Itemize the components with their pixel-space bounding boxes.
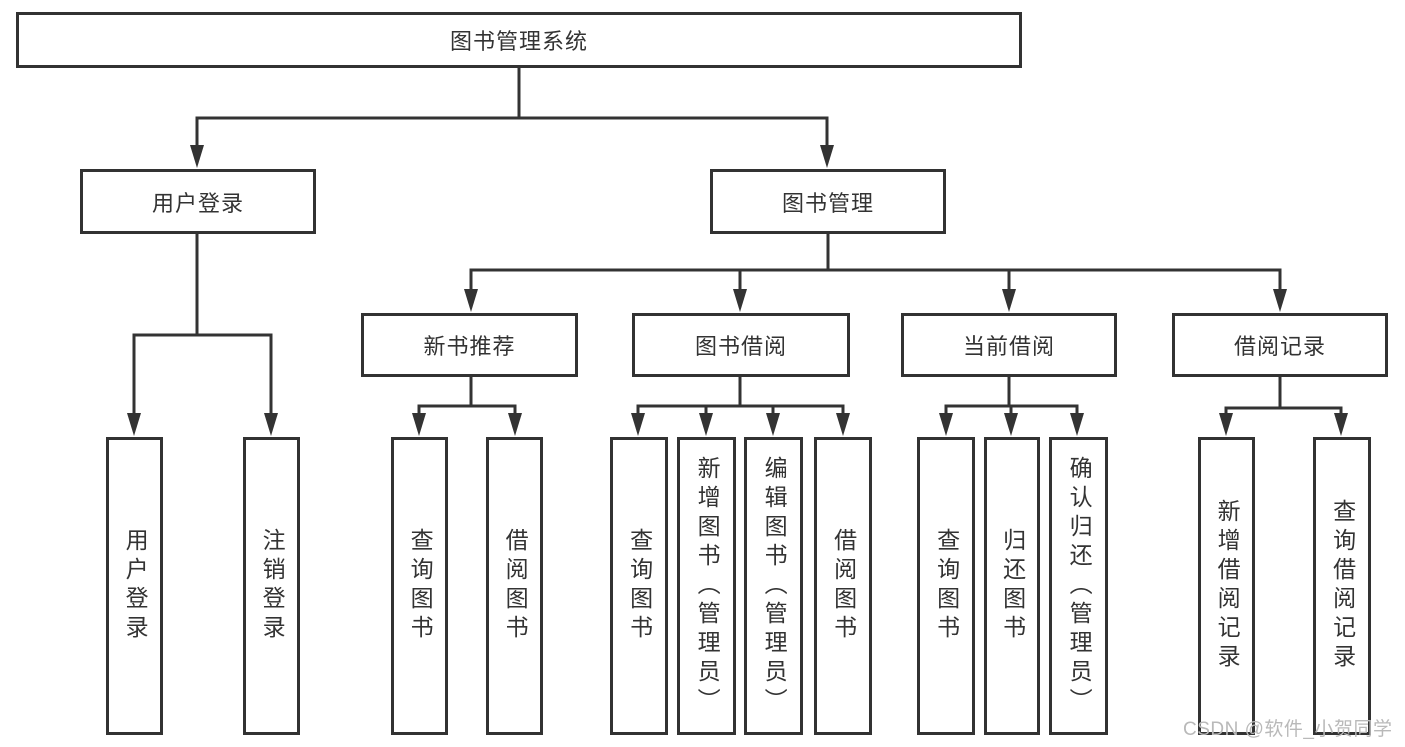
leaf-logout: 注销登录	[243, 437, 300, 735]
leaf-confirm-return-admin: 确认归还（管理员）	[1049, 437, 1108, 735]
arrow-down-icon	[1070, 413, 1084, 436]
arrow-down-icon	[412, 413, 426, 436]
arrow-down-icon	[939, 413, 953, 436]
leaf-borrow-books-borrowing: 借阅图书	[814, 437, 872, 735]
node-book-borrowing: 图书借阅	[632, 313, 850, 377]
csdn-watermark: CSDN @软件_小贺同学	[1183, 719, 1393, 740]
arrow-down-icon	[1002, 289, 1016, 312]
arrow-down-icon	[1273, 289, 1287, 312]
node-user-login-group: 用户登录	[80, 169, 316, 234]
connector-bookmgmt-to-level3	[469, 234, 1282, 291]
node-library-management-system: 图书管理系统	[16, 12, 1022, 68]
node-label: 用户登录	[122, 528, 149, 644]
arrow-down-icon	[820, 145, 834, 168]
connector-tree-lines	[132, 68, 1343, 415]
node-label: 借阅图书	[502, 528, 529, 644]
arrow-down-icon	[699, 413, 713, 436]
connector-userlogin-to-children	[132, 234, 273, 415]
arrow-down-icon	[1004, 413, 1018, 436]
leaf-query-books-current: 查询图书	[917, 437, 975, 735]
arrow-down-icon	[836, 413, 850, 436]
arrow-down-icon	[508, 413, 522, 436]
node-label: 当前借阅	[962, 334, 1055, 359]
arrow-down-icon	[127, 413, 141, 436]
node-label: 新增图书（管理员）	[694, 455, 721, 717]
node-label: 确认归还（管理员）	[1066, 455, 1093, 717]
leaf-query-books-recommend: 查询图书	[391, 437, 448, 735]
node-label: 注销登录	[259, 528, 286, 644]
node-label: 图书管理	[781, 190, 874, 216]
node-borrowing-records: 借阅记录	[1172, 313, 1388, 377]
arrow-down-icon	[1334, 413, 1348, 436]
leaf-add-borrow-record: 新增借阅记录	[1198, 437, 1255, 735]
leaf-return-book: 归还图书	[984, 437, 1040, 735]
node-label: 查询借阅记录	[1329, 499, 1356, 673]
node-new-book-recommend: 新书推荐	[361, 313, 578, 377]
node-label: 归还图书	[999, 528, 1026, 644]
arrowheads	[127, 145, 1348, 436]
node-label: 新书推荐	[423, 334, 516, 359]
connector-records-to-children	[1224, 377, 1343, 415]
node-label: 用户登录	[151, 190, 244, 216]
leaf-query-borrow-record: 查询借阅记录	[1313, 437, 1371, 735]
node-book-management: 图书管理	[710, 169, 946, 234]
leaf-add-book-admin: 新增图书（管理员）	[677, 437, 736, 735]
arrow-down-icon	[733, 289, 747, 312]
leaf-query-books-borrowing: 查询图书	[610, 437, 668, 735]
arrow-down-icon	[190, 145, 204, 168]
node-label: 图书管理系统	[449, 29, 588, 54]
node-label: 新增借阅记录	[1214, 499, 1241, 673]
arrow-down-icon	[264, 413, 278, 436]
connector-newbook-to-children	[417, 377, 517, 415]
node-current-borrowing: 当前借阅	[901, 313, 1117, 377]
arrow-down-icon	[464, 289, 478, 312]
node-label: 查询图书	[626, 528, 653, 644]
node-label: 查询图书	[407, 528, 434, 644]
node-label: 编辑图书（管理员）	[761, 455, 788, 717]
connector-root-to-level2	[195, 68, 829, 146]
leaf-edit-book-admin: 编辑图书（管理员）	[744, 437, 803, 735]
leaf-user-login: 用户登录	[106, 437, 163, 735]
arrow-down-icon	[766, 413, 780, 436]
arrow-down-icon	[1219, 413, 1233, 436]
node-label: 图书借阅	[694, 334, 787, 359]
node-label: 查询图书	[933, 528, 960, 644]
leaf-borrow-books-recommend: 借阅图书	[486, 437, 543, 735]
connector-current-to-children	[944, 377, 1079, 415]
arrow-down-icon	[631, 413, 645, 436]
node-label: 借阅图书	[830, 528, 857, 644]
node-label: 借阅记录	[1233, 334, 1326, 359]
connector-borrowing-to-children	[636, 377, 845, 415]
